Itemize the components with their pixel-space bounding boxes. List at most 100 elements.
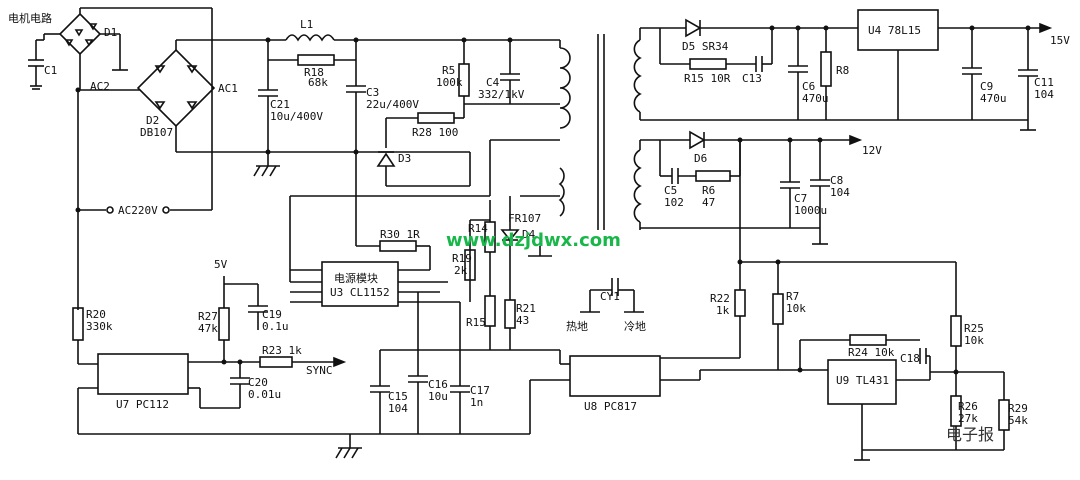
label-R25: R25 — [964, 322, 984, 335]
label-R22: R22 — [710, 292, 730, 305]
label-cold: 冷地 — [624, 320, 646, 333]
label-C21v: 10u/400V — [270, 110, 323, 123]
label-R22v: 1k — [716, 304, 730, 317]
label-AC1: AC1 — [218, 82, 238, 95]
label-C4: C4 — [486, 76, 500, 89]
label-C20v: 0.01u — [248, 388, 281, 401]
label-C3v: 22u/400V — [366, 98, 419, 111]
label-R5v: 100k — [436, 76, 463, 89]
input-section — [28, 7, 470, 365]
label-DB107: DB107 — [140, 126, 173, 139]
label-C7v: 1000u — [794, 204, 827, 217]
wechat-logo-text: 电子报 — [946, 425, 994, 444]
label-C16v: 10u — [428, 390, 448, 403]
label-R19v: 2k — [454, 264, 468, 277]
feedback-section — [660, 259, 1010, 461]
label-C21: C21 — [270, 98, 290, 111]
label-C11v: 104 — [1034, 88, 1054, 101]
label-C4v: 332/1kV — [478, 88, 525, 101]
label-R21: R21 — [516, 302, 536, 315]
label-C16: C16 — [428, 378, 448, 391]
label-R25v: 10k — [964, 334, 984, 347]
label-SYNC: SYNC — [306, 364, 333, 377]
label-C19v: 0.1u — [262, 320, 289, 333]
hv-section — [176, 34, 560, 187]
labels: 电机电路 D1 C1 AC2 AC1 D2 DB107 L1 R18 68k C… — [8, 11, 1070, 444]
label-5V: 5V — [214, 258, 228, 271]
label-C9: C9 — [980, 80, 993, 93]
label-R23: R23 1k — [262, 344, 302, 357]
label-R6: R6 — [702, 184, 715, 197]
label-R27v: 47k — [198, 322, 218, 335]
label-R7: R7 — [786, 290, 799, 303]
label-D4: D4 — [522, 228, 536, 241]
label-C11: C11 — [1034, 76, 1054, 89]
label-R6v: 47 — [702, 196, 715, 209]
label-C9v: 470u — [980, 92, 1007, 105]
label-C18: C18 — [900, 352, 920, 365]
label-C6: C6 — [802, 80, 815, 93]
label-R28: R28 100 — [412, 126, 458, 139]
label-FR107: FR107 — [508, 212, 541, 225]
label-R15b: R15 10R — [684, 72, 731, 85]
watermark-text: www.dzjdwx.com — [446, 230, 621, 251]
label-R20: R20 — [86, 308, 106, 321]
label-R14: R14 — [468, 222, 488, 235]
label-U4: U4 78L15 — [868, 24, 921, 37]
label-L1: L1 — [300, 18, 313, 31]
label-D3: D3 — [398, 152, 411, 165]
label-C1: C1 — [44, 64, 57, 77]
label-R20v: 330k — [86, 320, 113, 333]
label-R7v: 10k — [786, 302, 806, 315]
label-D6: D6 — [694, 152, 707, 165]
sync-section — [77, 276, 347, 434]
label-R18v: 68k — [308, 76, 328, 89]
label-R29: R29 — [1008, 402, 1028, 415]
output-15v — [640, 9, 1053, 131]
label-C17: C17 — [470, 384, 490, 397]
label-C5: C5 — [664, 184, 677, 197]
label-U3: U3 CL1152 — [330, 286, 390, 299]
label-C5v: 102 — [664, 196, 684, 209]
label-15V: 15V — [1050, 34, 1070, 47]
label-C6v: 470u — [802, 92, 829, 105]
label-R30: R30 1R — [380, 228, 420, 241]
label-R19: R19 — [452, 252, 472, 265]
label-CY1: CY1 — [600, 290, 620, 303]
label-C8: C8 — [830, 174, 843, 187]
label-C7: C7 — [794, 192, 807, 205]
label-R24: R24 10k — [848, 346, 895, 359]
label-R18: R18 — [304, 66, 324, 79]
label-R5: R5 — [442, 64, 455, 77]
label-module: 电源模块 — [334, 271, 378, 285]
output-12v — [640, 130, 863, 262]
label-C19: C19 — [262, 308, 282, 321]
label-C15v: 104 — [388, 402, 408, 415]
label-AC2: AC2 — [90, 80, 110, 93]
label-R29v: 54k — [1008, 414, 1028, 427]
label-C15: C15 — [388, 390, 408, 403]
label-AC220V: AC220V — [118, 204, 158, 217]
label-R26: R26 — [958, 400, 978, 413]
label-D1: D1 — [104, 26, 117, 39]
label-D5: D5 SR34 — [682, 40, 729, 53]
label-R27: R27 — [198, 310, 218, 323]
label-12V: 12V — [862, 144, 882, 157]
label-R15: R15 — [466, 316, 486, 329]
label-U8: U8 PC817 — [584, 400, 637, 413]
control-section — [78, 139, 661, 459]
label-R8: R8 — [836, 64, 849, 77]
label-U9: U9 TL431 — [836, 374, 889, 387]
label-U7: U7 PC112 — [116, 398, 169, 411]
label-hot: 热地 — [566, 320, 588, 333]
label-C13: C13 — [742, 72, 762, 85]
label-R26v: 27k — [958, 412, 978, 425]
label-C3: C3 — [366, 86, 379, 99]
label-motor: 电机电路 — [8, 11, 52, 25]
transformer — [558, 28, 642, 230]
label-D2: D2 — [146, 114, 159, 127]
label-C17v: 1n — [470, 396, 483, 409]
label-C8v: 104 — [830, 186, 850, 199]
label-C20: C20 — [248, 376, 268, 389]
